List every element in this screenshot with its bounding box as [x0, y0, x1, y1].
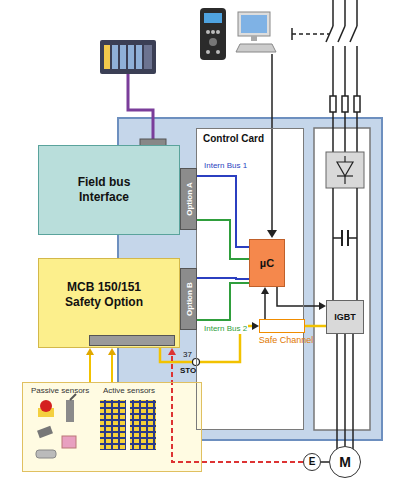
pin-label: 37: [183, 350, 192, 360]
arrow-head: [108, 348, 116, 355]
node-text: Active sensors: [103, 386, 155, 395]
node-text: Field bus Interface: [52, 175, 156, 205]
option-tab: Option B: [180, 268, 197, 330]
mains-lines: [292, 0, 360, 152]
keypad-icon: [200, 8, 226, 60]
igbt-box: IGBT: [326, 300, 364, 334]
connector: [305, 326, 326, 327]
connector: [197, 220, 249, 259]
terminal-connector: [89, 335, 175, 346]
connector-line: [197, 278, 249, 279]
connector: [321, 462, 329, 463]
connector-line: [344, 334, 346, 446]
node-text: M: [339, 455, 351, 469]
diode-symbol: [337, 156, 353, 184]
arrow-head: [168, 348, 176, 355]
passive-sensor-icons: [36, 394, 76, 458]
connector: [86, 348, 94, 382]
node-text: E: [309, 457, 316, 467]
dc-link: [333, 188, 357, 452]
bus-label: Intern Bus 1: [203, 161, 248, 171]
node-text: IGBT: [334, 312, 356, 322]
active-sensor-icons: [100, 400, 156, 450]
connector: [108, 348, 116, 382]
pc-link: [267, 54, 277, 238]
connector: [168, 348, 303, 462]
microcontroller-box: µC: [249, 239, 285, 287]
plc-icon: [100, 40, 156, 74]
sensor-box: Passive sensors Active sensors: [22, 382, 202, 472]
motor-circle: M: [329, 446, 361, 478]
sensor-ground: [22, 382, 202, 472]
node-text: Control Card: [203, 133, 264, 144]
connector: [197, 283, 249, 320]
arrow-head: [252, 322, 259, 330]
encoder-circle: E: [303, 453, 321, 471]
pin-label: STO: [180, 366, 196, 376]
computer-icon: [236, 12, 276, 52]
node-text: Passive sensors: [31, 386, 89, 395]
connector: [197, 176, 249, 247]
safe-channel-box: Safe Channel: [257, 319, 315, 359]
arrow-head: [319, 302, 326, 310]
bus-label: Intern Bus 2: [203, 324, 248, 334]
safe-channel-rect: [259, 319, 305, 333]
node-text: Option B: [184, 282, 193, 316]
rectifier: [326, 152, 364, 188]
arrow-head: [261, 287, 269, 294]
connector: [277, 287, 326, 310]
power-section: [314, 128, 370, 430]
connector: [345, 334, 346, 446]
connector-line: [172, 353, 303, 462]
connector-line: [277, 287, 321, 306]
node-text: MCB 150/151 Safety Option: [49, 280, 159, 310]
node-text: Option A: [184, 182, 193, 215]
connector: [261, 287, 269, 319]
connector-line: [197, 220, 249, 259]
node-text: Safe Channel: [257, 335, 315, 345]
safety-option-box: MCB 150/151 Safety Option: [38, 258, 180, 348]
fieldbus-interface-box: Field bus Interface: [38, 145, 180, 235]
connector-line: [89, 353, 91, 382]
connector-line: [197, 283, 249, 320]
connector-line: [321, 461, 329, 463]
connector-line: [264, 292, 266, 319]
node-text: µC: [260, 257, 274, 269]
fieldbus-cable: [128, 74, 153, 139]
connector-line: [305, 325, 326, 328]
connector: [197, 278, 249, 279]
option-tab: Option A: [180, 168, 197, 230]
arrow-head: [86, 348, 94, 355]
control-card-ground: [196, 128, 304, 430]
control-card: Control CardµCSafe Channel: [196, 128, 304, 430]
connector-line: [111, 353, 113, 382]
connector-line: [197, 176, 249, 247]
